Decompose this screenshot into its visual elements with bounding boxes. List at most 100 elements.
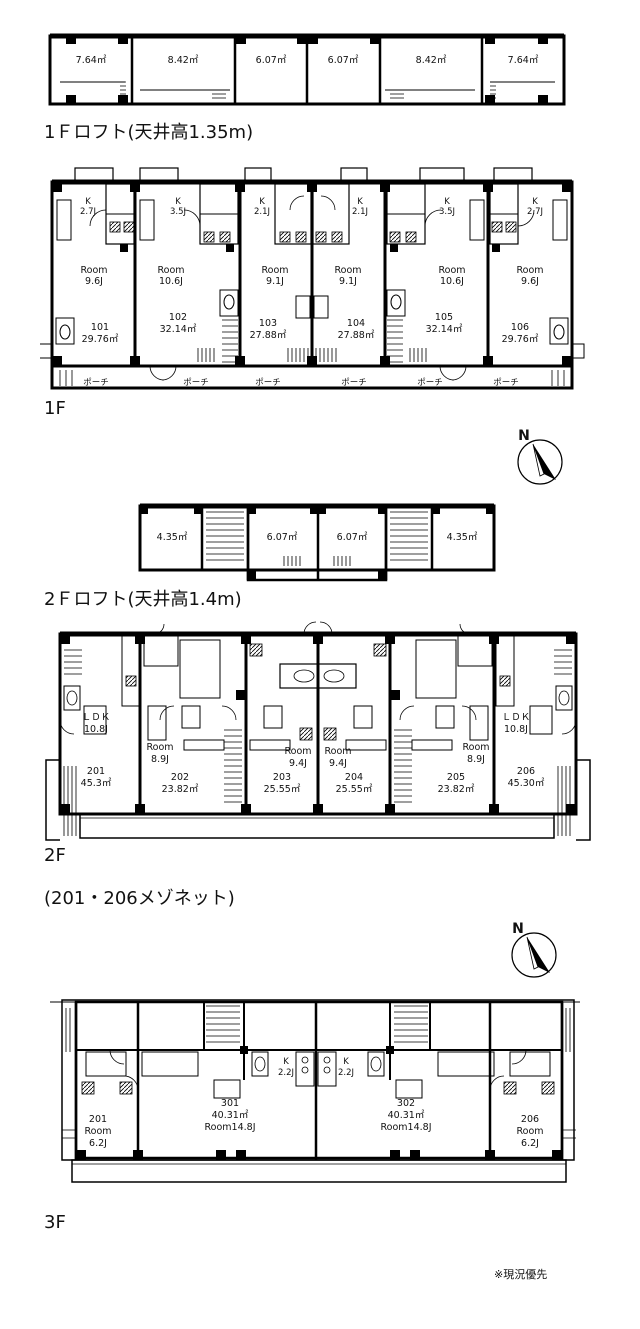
unit-301-area: 40.31㎡ — [212, 1110, 249, 1121]
unit-201-area: 45.3㎡ — [81, 778, 112, 789]
unit-202-number: 202 — [171, 772, 189, 783]
unit-204-room: Room — [324, 746, 351, 757]
unit-101-number: 101 — [91, 322, 109, 333]
unit-204-number: 204 — [345, 772, 363, 783]
unit-206-upper-size: 6.2J — [521, 1138, 539, 1149]
unit-206-ldk: ＬＤＫ — [502, 712, 531, 723]
unit-203-room: Room — [284, 746, 311, 757]
compass-n-label-2: N — [512, 921, 524, 937]
unit-201-ldk: ＬＤＫ — [82, 712, 111, 723]
floor-2f-labels: ＬＤＫ 10.8J 201 45.3㎡ Room 8.9J 202 23.82㎡… — [81, 712, 545, 795]
unit-101-area: 29.76㎡ — [82, 334, 119, 345]
unit-102-room-size: 10.6J — [159, 276, 183, 287]
unit-105-k-size: 3.5J — [439, 207, 455, 217]
unit-202-room: Room — [146, 742, 173, 753]
unit-104-k-size: 2.1J — [352, 207, 368, 217]
floor-2f-caption: 2F — [44, 845, 66, 866]
unit-202-area: 23.82㎡ — [162, 784, 199, 795]
loft-2f-caption: 2Ｆロフト(天井高1.4m) — [44, 589, 242, 610]
unit-103-room-size: 9.1J — [266, 276, 284, 287]
loft1-room-2-area: 8.42㎡ — [168, 55, 199, 66]
unit-204-area: 25.55㎡ — [336, 784, 373, 795]
unit-101-room: Room — [80, 265, 107, 276]
maisonette-caption: (201・206メゾネット) — [44, 888, 235, 909]
unit-302-number: 302 — [397, 1098, 415, 1109]
unit-301-k: K — [283, 1057, 289, 1067]
loft1-room-4-area: 6.07㎡ — [328, 55, 359, 66]
unit-302-k-size: 2.2J — [338, 1068, 354, 1078]
unit-206-ldk-size: 10.8J — [504, 724, 528, 735]
unit-101-k: K — [85, 197, 91, 207]
unit-102-area: 32.14㎡ — [160, 324, 197, 335]
unit-105-number: 105 — [435, 312, 453, 323]
loft1-room-6-area: 7.64㎡ — [508, 55, 539, 66]
unit-102-k: K — [175, 197, 181, 207]
porch-label-6: ポーチ — [493, 378, 519, 388]
porch-label-4: ポーチ — [341, 378, 367, 388]
unit-203-room-size: 9.4J — [289, 758, 307, 769]
north-compass-icon: N — [517, 428, 563, 485]
unit-105-room-size: 10.6J — [440, 276, 464, 287]
unit-201-number: 201 — [87, 766, 105, 777]
unit-206-area: 45.30㎡ — [508, 778, 545, 789]
floor-1f-plan — [40, 167, 585, 390]
floor-3f-labels: 201 Room 6.2J K 2.2J 301 40.31㎡ Room14.8… — [84, 1057, 543, 1149]
unit-301-room: Room14.8J — [204, 1122, 255, 1133]
floor-1f-caption: 1F — [44, 398, 66, 419]
floor-3f-caption: 3F — [44, 1212, 66, 1233]
unit-204-room-size: 9.4J — [329, 758, 347, 769]
loft2-room-3-area: 6.07㎡ — [337, 532, 368, 543]
unit-302-k: K — [343, 1057, 349, 1067]
porch-label-5: ポーチ — [417, 378, 443, 388]
unit-104-room-size: 9.1J — [339, 276, 357, 287]
unit-203-number: 203 — [273, 772, 291, 783]
current-condition-note: ※現況優先 — [494, 1268, 548, 1281]
unit-201-upper-number: 201 — [89, 1114, 107, 1125]
loft-2f-labels: 4.35㎡ 6.07㎡ 6.07㎡ 4.35㎡ — [157, 532, 478, 543]
unit-106-area: 29.76㎡ — [502, 334, 539, 345]
loft2-room-4-area: 4.35㎡ — [447, 532, 478, 543]
unit-105-k: K — [444, 197, 450, 207]
unit-205-number: 205 — [447, 772, 465, 783]
unit-104-k: K — [357, 197, 363, 207]
unit-104-area: 27.88㎡ — [338, 330, 375, 341]
loft1-room-5-area: 8.42㎡ — [416, 55, 447, 66]
unit-106-room: Room — [516, 265, 543, 276]
unit-101-k-size: 2.7J — [80, 207, 96, 217]
loft2-room-2-area: 6.07㎡ — [267, 532, 298, 543]
unit-201-upper-size: 6.2J — [89, 1138, 107, 1149]
unit-102-number: 102 — [169, 312, 187, 323]
loft-1f-labels: 7.64㎡ 8.42㎡ 6.07㎡ 6.07㎡ 8.42㎡ 7.64㎡ — [76, 55, 539, 66]
unit-103-k-size: 2.1J — [254, 207, 270, 217]
unit-102-k-size: 3.5J — [170, 207, 186, 217]
unit-302-area: 40.31㎡ — [388, 1110, 425, 1121]
unit-206-upper-number: 206 — [521, 1114, 539, 1125]
unit-201-upper-room: Room — [84, 1126, 111, 1137]
loft1-room-1-area: 7.64㎡ — [76, 55, 107, 66]
unit-106-number: 106 — [511, 322, 529, 333]
unit-301-number: 301 — [221, 1098, 239, 1109]
unit-205-area: 23.82㎡ — [438, 784, 475, 795]
north-compass-icon-2: N — [511, 921, 557, 978]
loft-2f-plan — [138, 503, 496, 582]
unit-206-number: 206 — [517, 766, 535, 777]
unit-104-number: 104 — [347, 318, 365, 329]
floor-3f-plan — [50, 999, 580, 1183]
loft2-room-1-area: 4.35㎡ — [157, 532, 188, 543]
unit-302-room: Room14.8J — [380, 1122, 431, 1133]
unit-205-room: Room — [462, 742, 489, 753]
unit-106-k: K — [532, 197, 538, 207]
unit-103-number: 103 — [259, 318, 277, 329]
loft1-room-3-area: 6.07㎡ — [256, 55, 287, 66]
unit-206-upper-room: Room — [516, 1126, 543, 1137]
floor-2f-plan — [45, 621, 591, 841]
unit-106-k-size: 2.7J — [527, 207, 543, 217]
unit-205-room-size: 8.9J — [467, 754, 485, 765]
unit-106-room-size: 9.6J — [521, 276, 539, 287]
unit-101-room-size: 9.6J — [85, 276, 103, 287]
porch-label-2: ポーチ — [183, 378, 209, 388]
loft-1f-plan — [48, 33, 566, 106]
unit-203-area: 25.55㎡ — [264, 784, 301, 795]
unit-103-k: K — [259, 197, 265, 207]
